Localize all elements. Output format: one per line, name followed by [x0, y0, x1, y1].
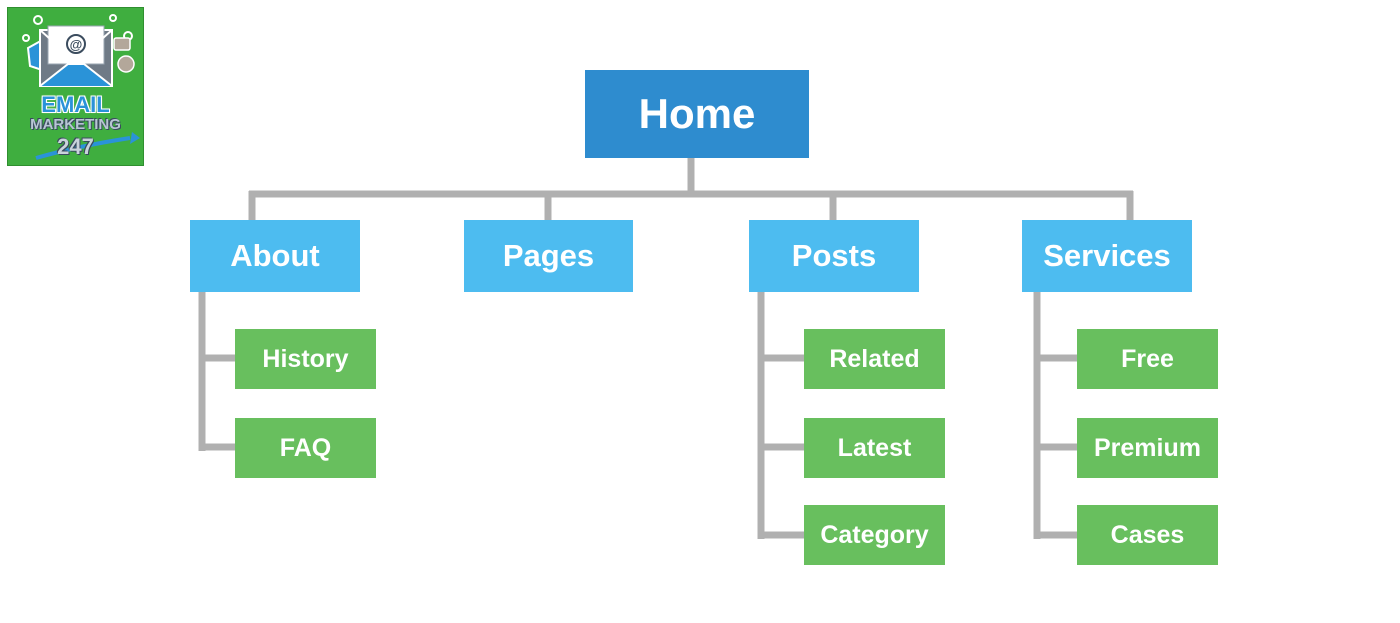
node-free: Free — [1077, 329, 1218, 389]
node-cases: Cases — [1077, 505, 1218, 565]
node-about: About — [190, 220, 360, 292]
node-category: Category — [804, 505, 945, 565]
node-premium: Premium — [1077, 418, 1218, 478]
node-related: Related — [804, 329, 945, 389]
brand-logo: @ EMAIL MARKETING 247 — [7, 7, 144, 166]
node-services: Services — [1022, 220, 1192, 292]
logo-text-marketing: MARKETING — [30, 116, 121, 133]
svg-text:@: @ — [70, 37, 83, 52]
logo-text-email: EMAIL — [41, 92, 110, 117]
node-latest: Latest — [804, 418, 945, 478]
envelope-icon: @ — [22, 14, 140, 160]
logo-text-247: 247 — [57, 134, 94, 159]
node-pages: Pages — [464, 220, 633, 292]
node-faq: FAQ — [235, 418, 376, 478]
node-history: History — [235, 329, 376, 389]
node-posts: Posts — [749, 220, 919, 292]
node-home: Home — [585, 70, 809, 158]
